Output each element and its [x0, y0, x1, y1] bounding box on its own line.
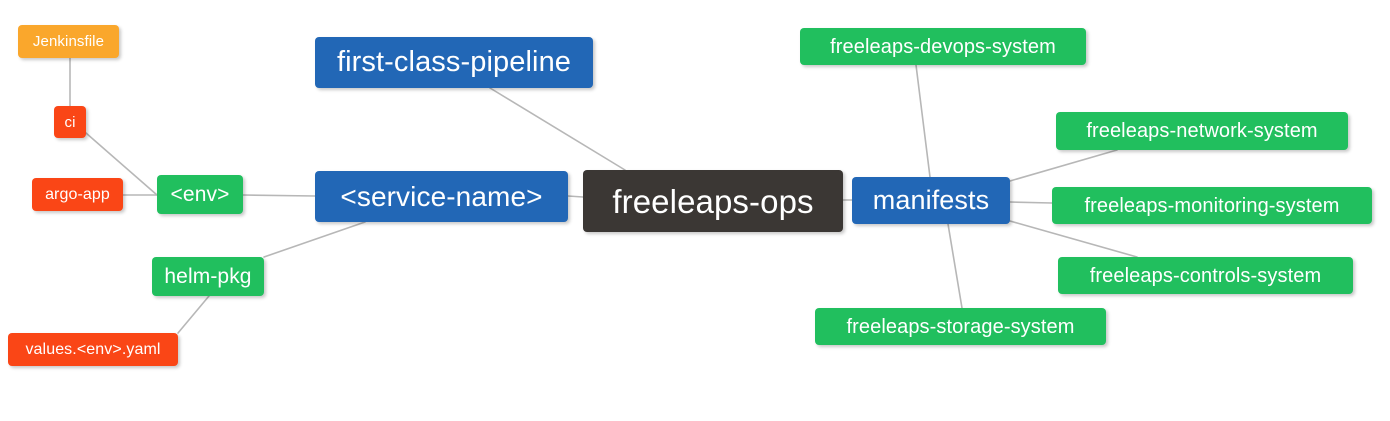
node-freeleaps-devops-system[interactable]: freeleaps-devops-system: [800, 28, 1086, 65]
node-manifests[interactable]: manifests: [852, 177, 1010, 224]
edge-manifests-to-freeleaps-storage-system: [947, 223, 963, 309]
node-ci[interactable]: ci: [54, 106, 86, 138]
node-label-env: <env>: [170, 183, 230, 206]
node-label-first-class-pipeline: first-class-pipeline: [336, 46, 572, 78]
node-label-freeleaps-network-system: freeleaps-network-system: [1086, 120, 1318, 142]
node-label-freeleaps-devops-system: freeleaps-devops-system: [830, 35, 1056, 58]
node-label-jenkinsfile: Jenkinsfile: [32, 33, 105, 50]
node-freeleaps-controls-system[interactable]: freeleaps-controls-system: [1058, 257, 1353, 294]
edge-first-class-pipeline-to-freeleaps-ops: [489, 87, 626, 171]
node-label-helm-pkg: helm-pkg: [164, 265, 252, 288]
node-label-values-env-yaml: values.<env>.yaml: [25, 340, 161, 358]
node-argo-app[interactable]: argo-app: [32, 178, 123, 211]
edge-env-to-service-name: [242, 194, 316, 197]
node-first-class-pipeline[interactable]: first-class-pipeline: [315, 37, 593, 88]
node-values-env-yaml[interactable]: values.<env>.yaml: [8, 333, 178, 366]
node-freeleaps-monitoring-system[interactable]: freeleaps-monitoring-system: [1052, 187, 1372, 224]
node-label-service-name: <service-name>: [340, 180, 543, 212]
node-label-freeleaps-controls-system: freeleaps-controls-system: [1089, 264, 1322, 287]
node-freeleaps-ops[interactable]: freeleaps-ops: [583, 170, 843, 232]
edge-manifests-to-freeleaps-devops-system: [915, 64, 931, 178]
node-freeleaps-network-system[interactable]: freeleaps-network-system: [1056, 112, 1348, 150]
edge-values-env-yaml-to-helm-pkg: [177, 295, 210, 334]
node-label-argo-app: argo-app: [45, 185, 110, 203]
node-label-freeleaps-monitoring-system: freeleaps-monitoring-system: [1084, 194, 1340, 217]
node-jenkinsfile[interactable]: Jenkinsfile: [18, 25, 119, 58]
node-freeleaps-storage-system[interactable]: freeleaps-storage-system: [815, 308, 1106, 345]
edge-manifests-to-freeleaps-network-system: [1009, 149, 1118, 182]
node-label-freeleaps-storage-system: freeleaps-storage-system: [846, 315, 1075, 338]
node-env[interactable]: <env>: [157, 175, 243, 214]
node-helm-pkg[interactable]: helm-pkg: [152, 257, 264, 296]
edge-manifests-to-freeleaps-controls-system: [1009, 220, 1138, 258]
node-service-name[interactable]: <service-name>: [315, 171, 568, 222]
edge-service-name-to-freeleaps-ops: [567, 195, 584, 198]
edge-manifests-to-freeleaps-monitoring-system: [1009, 201, 1053, 204]
node-label-manifests: manifests: [872, 185, 990, 215]
node-label-ci: ci: [64, 113, 76, 131]
edge-helm-pkg-to-service-name: [263, 221, 366, 258]
node-label-freeleaps-ops: freeleaps-ops: [612, 182, 814, 220]
